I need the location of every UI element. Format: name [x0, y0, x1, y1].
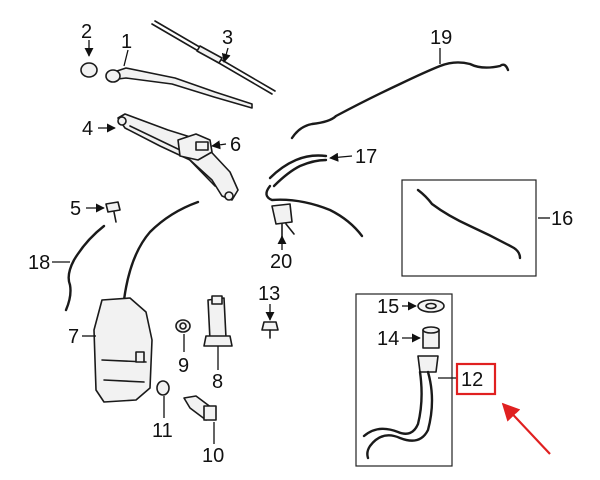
part-19-hose [290, 61, 510, 140]
callout-4: 4 [82, 118, 93, 140]
callout-18: 18 [28, 252, 50, 274]
part-2-cap [80, 62, 98, 78]
callout-8: 8 [212, 371, 223, 393]
part-17-nozzle-hose [268, 154, 328, 188]
leader-lines [52, 40, 550, 444]
part-8-washer-pump [203, 295, 233, 347]
part-9-grommet [175, 319, 191, 333]
reservoir-hose [122, 200, 200, 302]
part-5-bolt [105, 201, 121, 223]
part-18-hose [64, 224, 106, 312]
part-7-washer-reservoir [93, 297, 153, 403]
part-14-cap [422, 326, 440, 349]
callout-5: 5 [70, 198, 81, 220]
part-3-wiper-blade [151, 20, 276, 95]
part-12-filler-neck [362, 355, 439, 460]
callout-14: 14 [377, 328, 399, 350]
callout-17: 17 [355, 146, 377, 168]
callout-13: 13 [258, 283, 280, 305]
callout-20: 20 [270, 251, 292, 273]
filler-group-box [355, 293, 453, 467]
callout-7: 7 [68, 326, 79, 348]
part-16-hose [416, 188, 522, 260]
callout-9: 9 [178, 355, 189, 377]
callout-19: 19 [430, 27, 452, 49]
part-15-cap-seal [417, 299, 445, 313]
callout-12: 12 [461, 369, 483, 391]
callout-1: 1 [121, 31, 132, 53]
part-16-box [401, 179, 537, 277]
part-10-washer-pump [183, 395, 217, 421]
callout-3: 3 [222, 27, 233, 49]
part-13-clip [261, 321, 279, 339]
callout-15: 15 [377, 296, 399, 318]
part-20-valve [271, 203, 295, 239]
part-1-wiper-arm [105, 67, 253, 109]
callout-2: 2 [81, 21, 92, 43]
part-12-highlight-box [455, 362, 497, 396]
part-12-highlight-arrow [501, 402, 551, 455]
callout-10: 10 [202, 445, 224, 467]
callout-11: 11 [152, 420, 173, 442]
part-4-wiper-linkage [117, 113, 239, 201]
part-11-grommet [156, 380, 170, 396]
part-6-wiper-motor [177, 133, 213, 161]
callout-16: 16 [551, 208, 573, 230]
nozzle-feed-hose [265, 184, 364, 238]
callout-6: 6 [230, 134, 241, 156]
